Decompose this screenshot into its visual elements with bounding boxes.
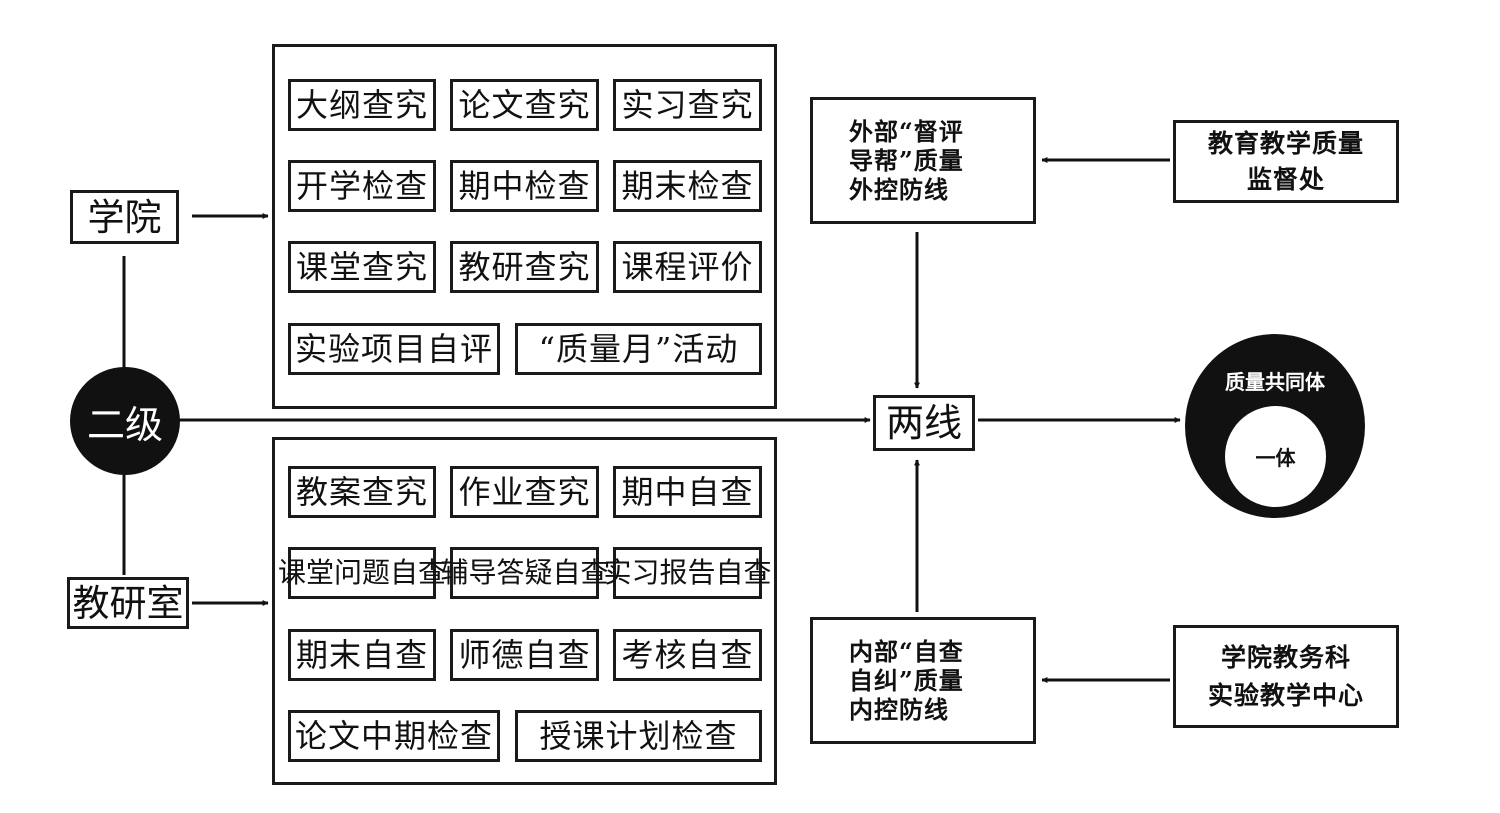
college-check-item: 实习查究 bbox=[613, 79, 762, 131]
office-check-item: 考核自查 bbox=[613, 629, 762, 681]
office-check-item: 期中自查 bbox=[613, 466, 762, 518]
external-line-text: 外部“督评 bbox=[849, 117, 964, 146]
office-check-item: 教案查究 bbox=[288, 466, 436, 518]
supervision-office-text: 教育教学质量 bbox=[1207, 128, 1364, 158]
college-check-item: 实验项目自评 bbox=[288, 323, 500, 375]
external-line-text: 导帮”质量 bbox=[849, 146, 964, 175]
two-lines-node: 两线 bbox=[873, 395, 975, 451]
college-node: 学院 bbox=[70, 190, 179, 244]
office-node: 教研室 bbox=[67, 577, 189, 629]
academic-affairs-box: 学院教务科 实验教学中心 bbox=[1173, 625, 1399, 728]
college-check-item: 大纲查究 bbox=[288, 79, 436, 131]
internal-line-text: 内部“自查 bbox=[849, 637, 964, 666]
office-check-item: 期末自查 bbox=[288, 629, 436, 681]
supervision-office-box: 教育教学质量 监督处 bbox=[1173, 120, 1399, 203]
internal-line-text: 自纠”质量 bbox=[849, 666, 964, 695]
quality-community-label: 质量共同体 bbox=[1225, 370, 1325, 394]
level-label: 二级 bbox=[86, 402, 163, 447]
office-check-item: 实习报告自查 bbox=[604, 547, 772, 599]
office-check-item: 师德自查 bbox=[450, 629, 599, 681]
office-check-item: 论文中期检查 bbox=[288, 710, 500, 762]
integration-inner-circle: 一体 bbox=[1225, 406, 1326, 507]
college-check-item: 开学检查 bbox=[288, 160, 436, 212]
supervision-office-text: 监督处 bbox=[1246, 164, 1325, 194]
office-check-item: 授课计划检查 bbox=[515, 710, 762, 762]
integration-label: 一体 bbox=[1255, 446, 1296, 470]
quality-community-circle: 质量共同体 一体 bbox=[1185, 334, 1365, 518]
external-control-line-box: 外部“督评 导帮”质量 外控防线 bbox=[810, 97, 1036, 224]
office-check-item: 辅导答疑自查 bbox=[441, 547, 609, 599]
office-check-item: 课堂问题自查 bbox=[278, 547, 446, 599]
office-check-item: 作业查究 bbox=[450, 466, 599, 518]
external-line-text: 外控防线 bbox=[849, 175, 949, 204]
college-check-item: 论文查究 bbox=[450, 79, 599, 131]
college-check-item: 课堂查究 bbox=[288, 241, 436, 293]
college-check-item: “质量月”活动 bbox=[515, 323, 762, 375]
college-check-item: 课程评价 bbox=[613, 241, 762, 293]
academic-affairs-text: 实验教学中心 bbox=[1207, 680, 1364, 710]
college-check-item: 教研查究 bbox=[450, 241, 599, 293]
college-check-item: 期中检查 bbox=[450, 160, 599, 212]
academic-affairs-text: 学院教务科 bbox=[1220, 642, 1351, 672]
internal-line-text: 内控防线 bbox=[849, 695, 949, 724]
college-check-item: 期末检查 bbox=[613, 160, 762, 212]
level-circle: 二级 bbox=[70, 367, 180, 475]
internal-control-line-box: 内部“自查 自纠”质量 内控防线 bbox=[810, 617, 1036, 744]
